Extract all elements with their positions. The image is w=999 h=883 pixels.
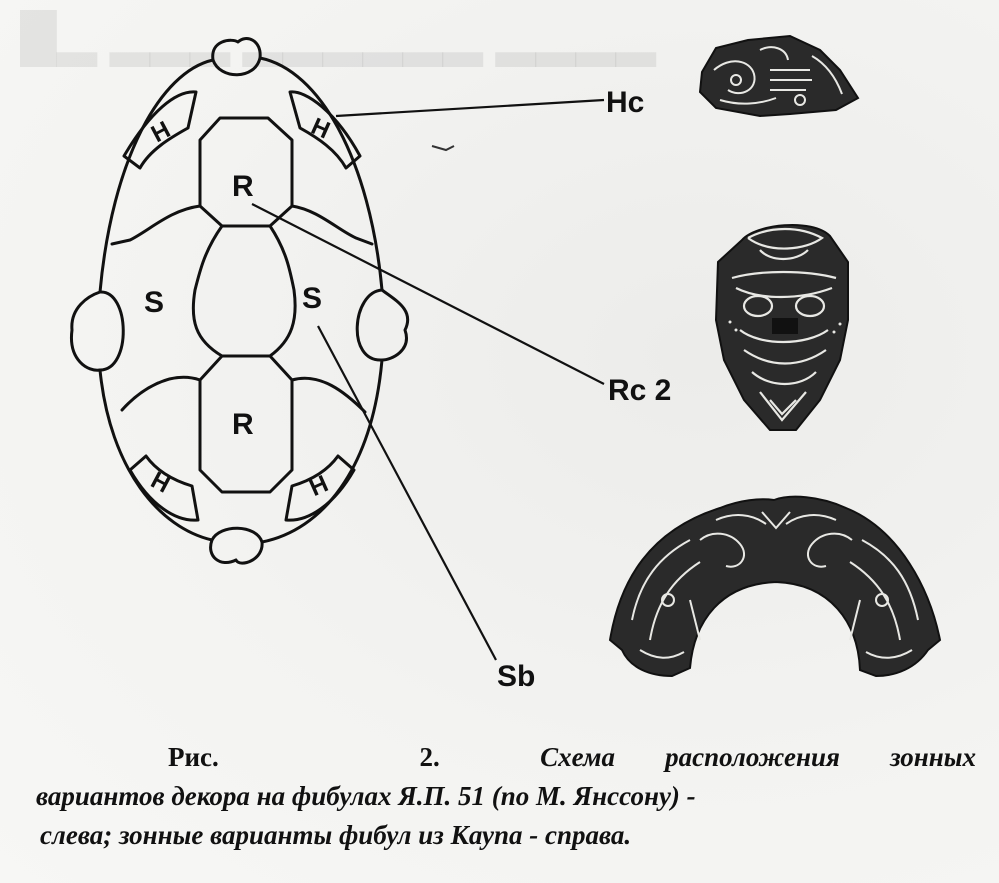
zone-label-s-right: S — [302, 282, 322, 315]
callout-hc: Hc — [606, 86, 644, 119]
lower-band-left — [122, 377, 200, 410]
fibula-figure: H H R S S R H H Hc Rc 2 Sb — [0, 0, 999, 740]
zone-label-h-bottom-right: H — [305, 470, 332, 502]
figure-caption: Рис. 2. Схема расположения зонных вариан… — [36, 738, 976, 855]
fibula-zone-diagram — [71, 39, 407, 564]
fragment-hc — [700, 36, 858, 116]
zone-label-h-bottom-left: H — [146, 467, 174, 499]
zone-label-h-top-left: H — [147, 116, 175, 148]
caption-line-1: Рис. 2. Схема расположения зонных — [36, 738, 976, 777]
top-knob-inner — [213, 58, 260, 75]
center-band-right-2 — [292, 206, 372, 244]
leader-line-hc — [336, 100, 604, 116]
leader-lines — [252, 100, 604, 660]
caption-line-3: слева; зонные варианты фибул из Каупа - … — [36, 816, 976, 855]
zone-label-r-top: R — [232, 170, 254, 203]
center-band-right — [270, 226, 295, 356]
callout-sb: Sb — [497, 660, 535, 693]
leader-line-sb — [318, 326, 496, 660]
right-knob-line — [357, 290, 382, 360]
caption-fig-number: 2. — [420, 742, 440, 772]
center-band-left-2 — [193, 226, 222, 356]
fragment-sb — [610, 497, 940, 676]
caption-fig-label: Рис. — [168, 742, 219, 772]
bottom-knob-inner — [212, 528, 262, 542]
center-band-left — [112, 206, 200, 244]
caption-line-2: вариантов декора на фибулах Я.П. 51 (по … — [36, 777, 976, 816]
stray-mark — [432, 146, 454, 150]
callout-rc2: Rc 2 — [608, 374, 671, 407]
fragment-rc2 — [716, 225, 848, 430]
zone-label-r-bottom: R — [232, 408, 254, 441]
fragment-sb-shape — [610, 497, 940, 676]
zone-label-s-left: S — [144, 286, 164, 319]
zone-label-h-top-right: H — [307, 113, 334, 145]
left-knob-line — [100, 292, 123, 370]
caption-line-1-text: Схема расположения зонных — [540, 742, 976, 772]
